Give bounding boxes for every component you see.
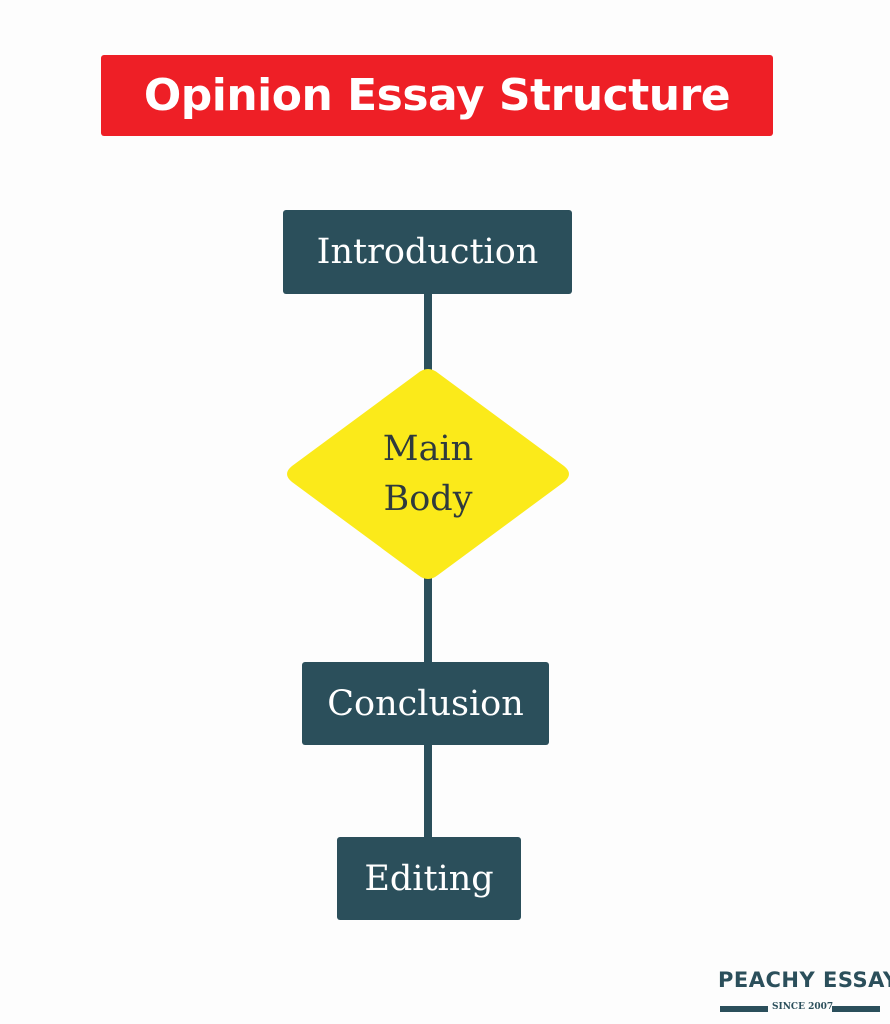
conclusion-label: Conclusion (327, 683, 524, 724)
main-body-label: Main Body (285, 368, 571, 580)
connector-conclusion-to-editing (424, 743, 432, 839)
editing-label: Editing (364, 858, 494, 899)
logo-name: PEACHY ESSAY (718, 968, 890, 992)
peachy-essay-logo: PEACHY ESSAY SINCE 2007 (718, 968, 890, 1020)
editing-box: Editing (337, 837, 521, 920)
connector-body-to-conclusion (424, 576, 432, 664)
title-banner: Opinion Essay Structure (101, 55, 773, 136)
main-body-label-line1: Main (382, 429, 474, 469)
diamond-shape (287, 369, 569, 579)
diagram-title: Opinion Essay Structure (143, 70, 731, 121)
conclusion-box: Conclusion (302, 662, 549, 745)
logo-tagline: SINCE 2007 (772, 1002, 834, 1012)
logo-bar-right (832, 1006, 880, 1012)
introduction-label: Introduction (316, 232, 539, 272)
introduction-box: Introduction (283, 210, 572, 294)
logo-bar-left (720, 1006, 768, 1012)
connector-intro-to-body (424, 292, 432, 372)
main-body-diamond: Main Body (285, 368, 571, 580)
main-body-label-line2: Body (383, 479, 473, 519)
